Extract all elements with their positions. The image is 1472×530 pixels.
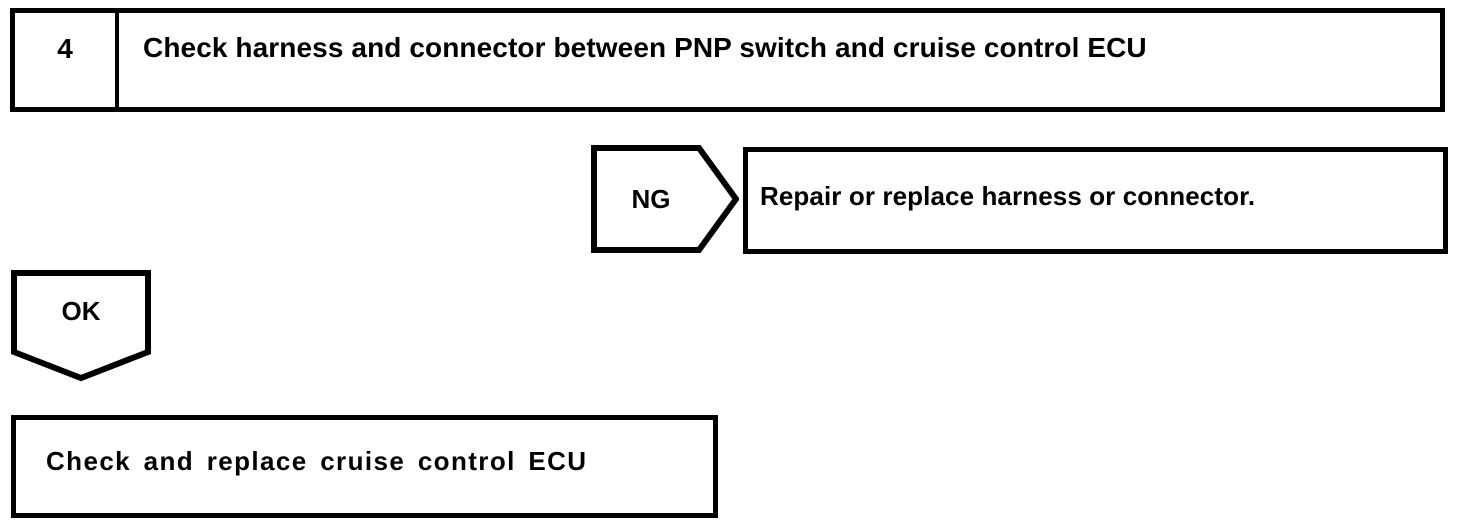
step-number: 4 (57, 33, 73, 64)
step-number-cell: 4 (15, 13, 119, 107)
final-action-box: Check and replace cruise control ECU (11, 415, 718, 518)
final-action-text: Check and replace cruise control ECU (46, 446, 588, 476)
ng-branch-arrow: NG (591, 145, 739, 253)
step-header-box: 4 Check harness and connector between PN… (10, 8, 1445, 112)
ng-result-text: Repair or replace harness or connector. (760, 181, 1256, 211)
ok-branch-arrow: OK (11, 270, 151, 382)
step-title: Check harness and connector between PNP … (143, 32, 1147, 63)
step-title-cell: Check harness and connector between PNP … (119, 13, 1440, 107)
ng-result-box: Repair or replace harness or connector. (743, 147, 1448, 254)
ng-arrow-shape (591, 145, 739, 253)
ok-arrow-shape (11, 270, 151, 382)
